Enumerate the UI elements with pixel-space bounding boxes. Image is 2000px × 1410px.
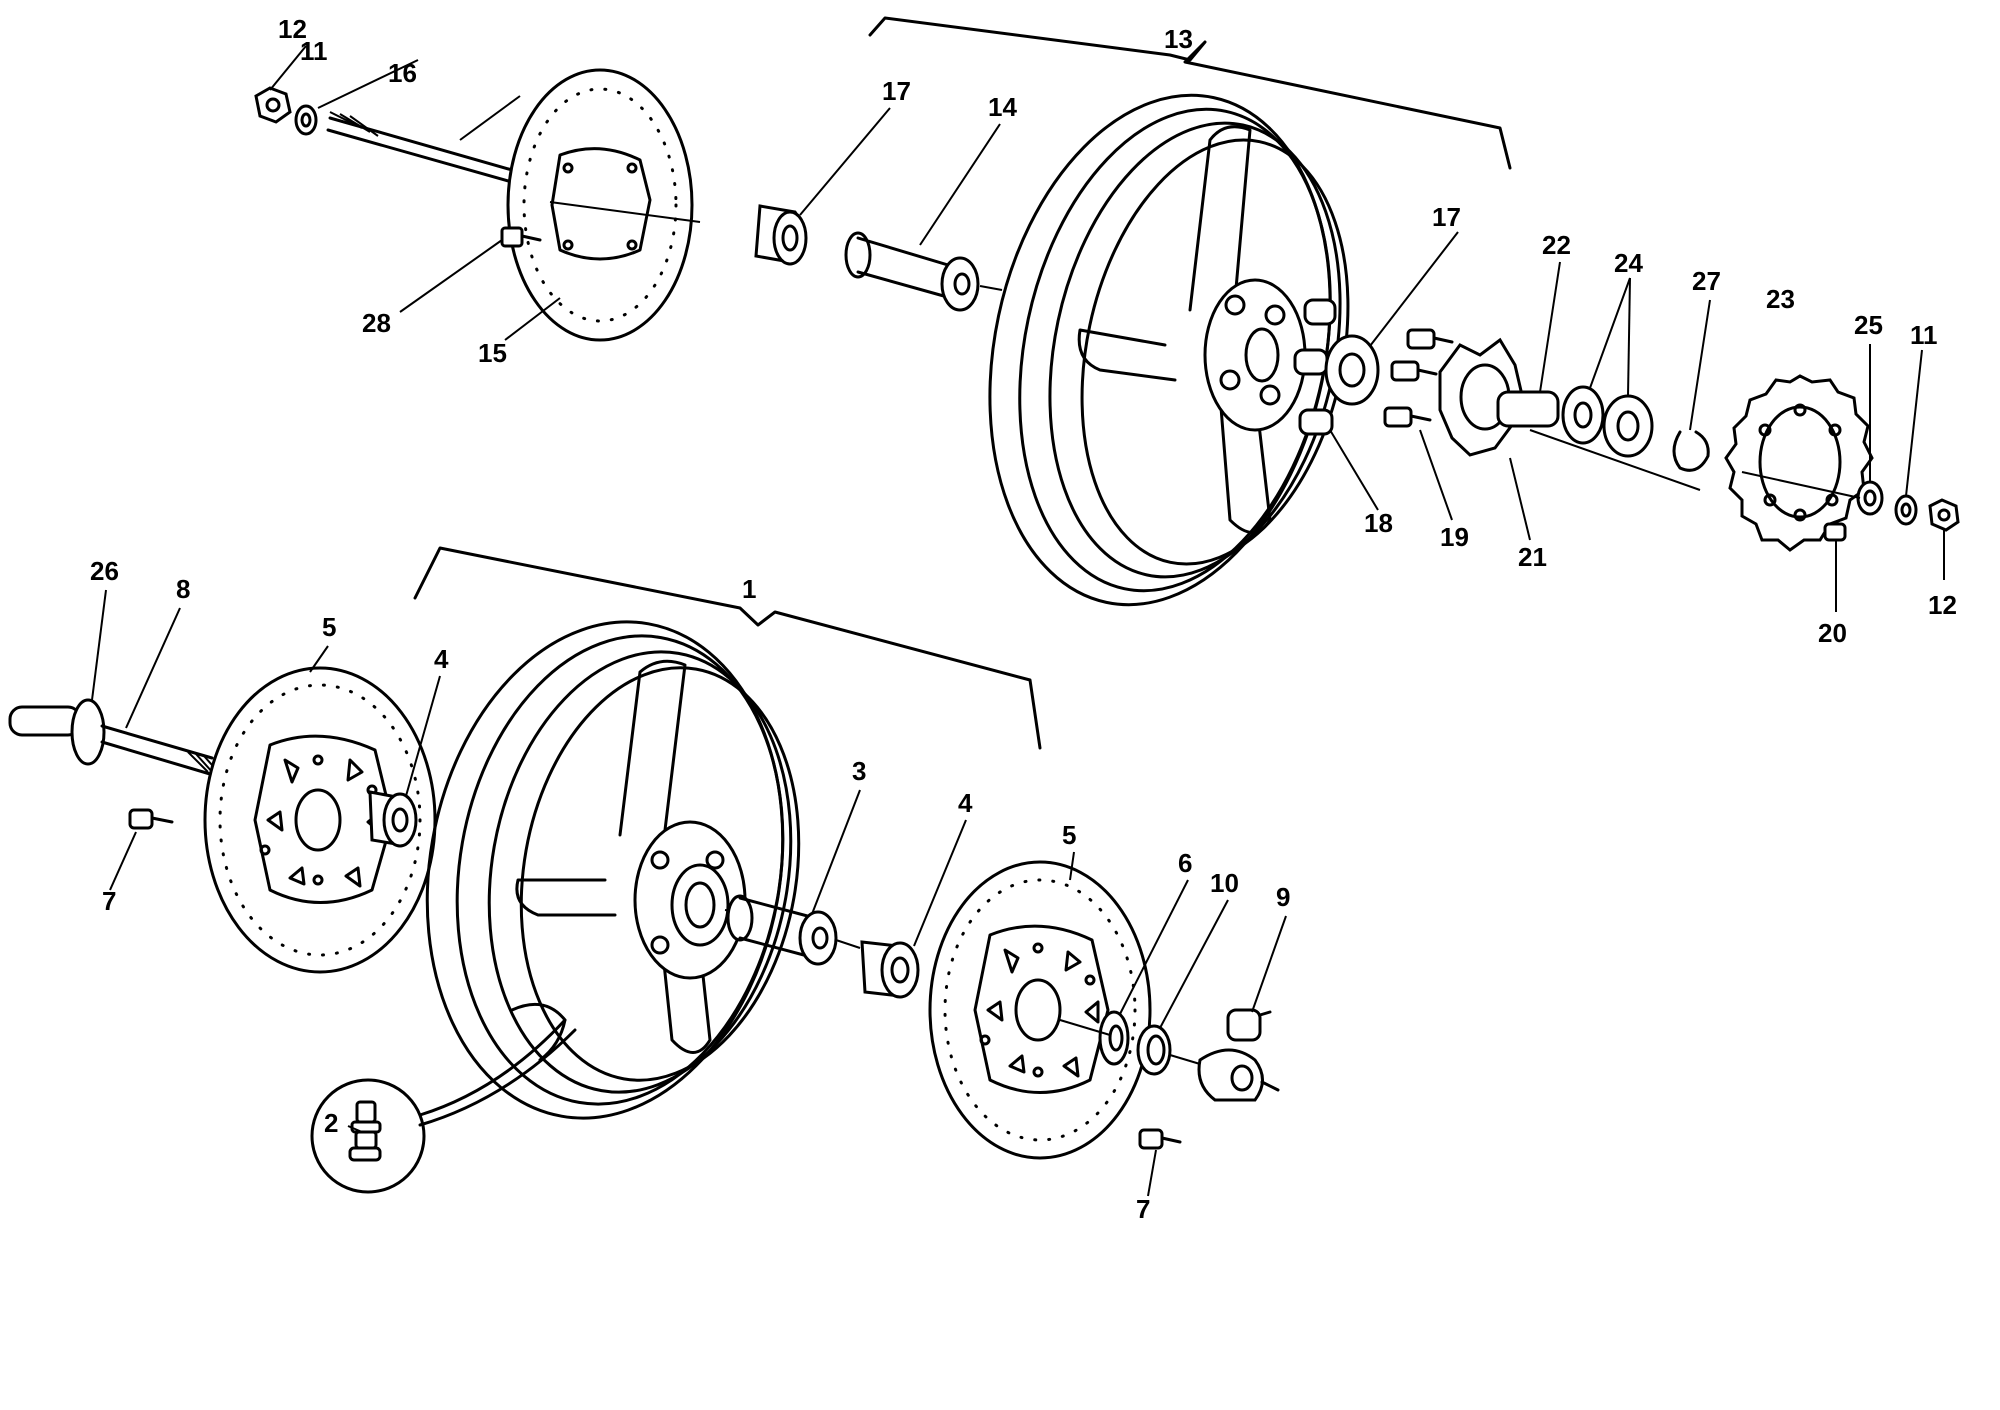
rear-spacer-14 [844,231,1003,312]
callout-7-left: 7 [102,886,116,916]
callout-27: 27 [1692,266,1721,296]
callout-10: 10 [1210,868,1239,898]
front-bearing-4-left [368,790,418,848]
front-ring-10 [1136,1024,1172,1076]
callout-28: 28 [362,308,391,338]
callout-22: 22 [1542,230,1571,260]
callout-23: 23 [1766,284,1795,314]
front-disc-bolt-7-right [1138,1128,1182,1150]
callout-17-right: 17 [1432,202,1461,232]
callout-11-top: 11 [300,36,328,66]
callout-9: 9 [1276,882,1290,912]
rear-leader-lines [269,45,1945,612]
callout-14: 14 [988,92,1017,122]
callout-24: 24 [1614,248,1643,278]
bracket-13 [868,16,1512,170]
sprocket-carrier-21 [1438,337,1560,457]
rear-axle-16 [326,111,555,195]
rear-brake-disc-15 [506,68,701,342]
callout-7-right: 7 [1136,1194,1150,1224]
sprocket-nut-20 [1823,522,1847,542]
front-disc-bolt-7-left [128,808,174,830]
rear-bearing-17-left [754,204,808,266]
callout-12-right: 12 [1928,590,1957,620]
rear-axle-washer-11 [294,104,318,136]
valve-detail-circle [310,1018,577,1194]
callout-20: 20 [1818,618,1847,648]
callout-2: 2 [324,1108,338,1138]
front-spacer-3 [726,894,861,966]
front-leader-lines [91,589,1287,1197]
rear-disc-bolt-28 [500,226,542,248]
callout-16: 16 [388,58,417,88]
sprocket-carrier-bolts-19 [1383,328,1454,428]
bracket-1 [413,546,1042,750]
callout-15: 15 [478,338,507,368]
sprocket-nut-12 [1928,498,1960,532]
callout-8: 8 [176,574,190,604]
speedometer-drive-9 [1197,1008,1280,1102]
front-brake-disc-5-left [203,666,437,974]
callout-3: 3 [852,756,866,786]
callout-11-right: 11 [1910,320,1938,350]
front-seal-6 [1098,1010,1130,1066]
front-axle-8 [100,724,221,776]
circlip-27 [1672,430,1710,472]
callout-5-right: 5 [1062,820,1076,850]
callout-5-left: 5 [322,612,336,642]
callout-4-left: 4 [434,644,449,674]
callout-labels: 12 11 16 13 17 14 28 15 17 22 24 27 23 2… [90,14,1957,1224]
front-bearing-4-right [860,940,920,999]
callout-19: 19 [1440,522,1469,552]
rear-wheel-rim [988,93,1380,607]
callout-12-top: 12 [278,14,307,44]
callout-13: 13 [1164,24,1193,54]
callout-25: 25 [1854,310,1883,340]
sprocket-washer-11 [1894,494,1918,526]
front-wheel-assembly [8,546,1287,1197]
rear-sprocket-23 [1724,374,1874,552]
front-wheel-rim [425,620,801,1120]
callout-17-left: 17 [882,76,911,106]
front-spindle-26 [8,698,106,766]
callout-6: 6 [1178,848,1192,878]
callout-1: 1 [742,574,756,604]
callout-26: 26 [90,556,119,586]
rear-wheel-assembly [254,16,1960,612]
sprocket-washer-25 [1856,480,1884,516]
callout-18: 18 [1364,508,1393,538]
callout-21: 21 [1518,542,1547,572]
rear-axle-nut-12 [254,86,292,124]
callout-4-right: 4 [958,788,973,818]
front-brake-disc-5-right [928,860,1152,1160]
